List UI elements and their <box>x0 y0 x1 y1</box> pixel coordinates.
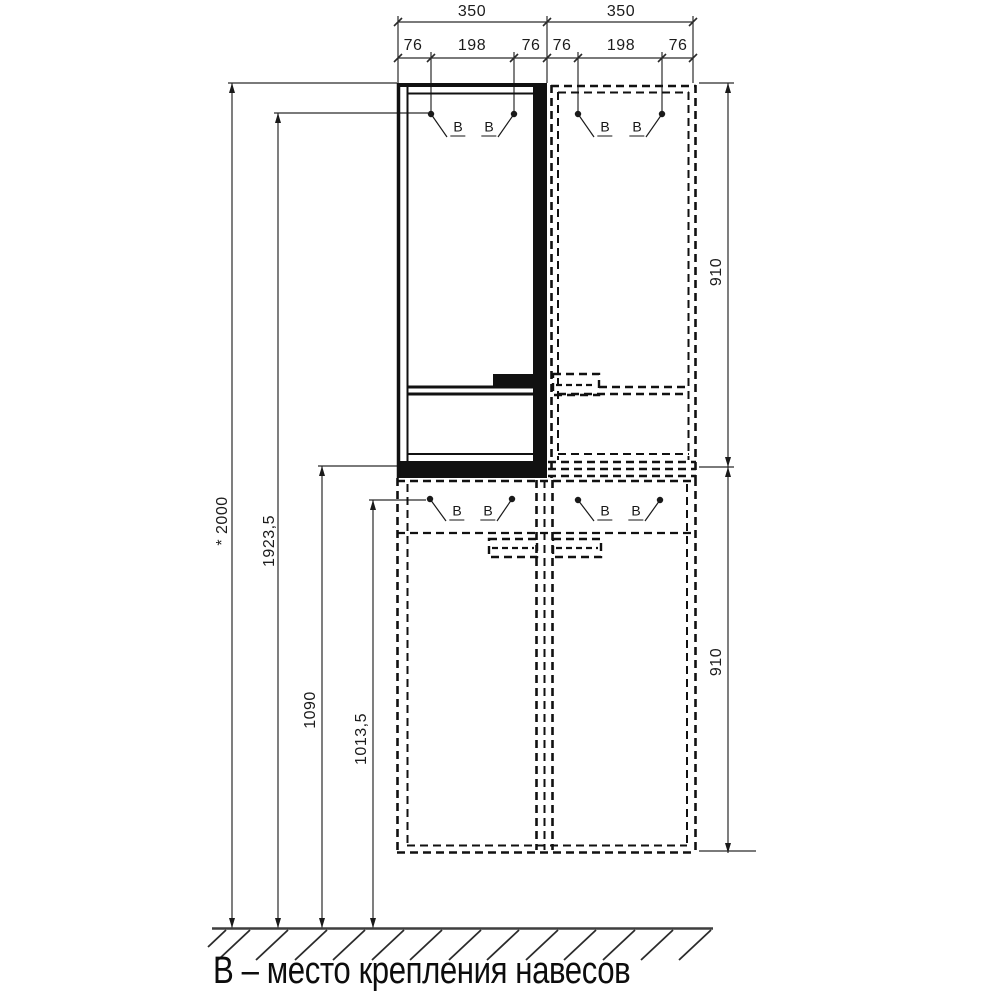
left-dimension-lines <box>228 82 428 928</box>
upper-cabinet-solid <box>396 83 547 478</box>
top-dimension-lines <box>393 16 698 111</box>
dim-height-mid: 1090 <box>302 691 319 729</box>
dim-detail-width-1: 76 <box>403 37 423 54</box>
dim-overall-width-right: 350 <box>606 3 636 20</box>
dim-detail-width-4: 76 <box>552 37 572 54</box>
dimension-ticks <box>393 17 698 63</box>
dim-height-upper-mount: 1923,5 <box>261 515 278 567</box>
mount-marker-label: В <box>480 504 496 521</box>
dim-height-total: * 2000 <box>214 496 231 546</box>
ground-hatching <box>207 929 712 961</box>
lower-cabinet-dashed <box>396 478 697 854</box>
dim-height-lower-mount: 1013,5 <box>353 713 370 765</box>
mount-marker-label: В <box>450 120 466 137</box>
mount-marker-label: В <box>597 120 613 137</box>
right-dim-arrows <box>725 83 731 853</box>
dim-overall-width-left: 350 <box>457 3 487 20</box>
upper-cabinet-mirrored-dashed <box>548 84 697 478</box>
dim-detail-width-3: 76 <box>521 37 541 54</box>
upper-mirrored-door-handle <box>551 372 601 397</box>
mount-marker-label: В <box>628 504 644 521</box>
upper-door-handle <box>493 374 535 387</box>
dim-section-lower: 910 <box>708 647 725 677</box>
mount-marker-label: В <box>629 120 645 137</box>
dim-detail-width-2: 198 <box>457 37 487 54</box>
right-dimension-lines <box>699 82 756 853</box>
mount-marker-label: В <box>597 504 613 521</box>
left-dim-arrows <box>229 83 376 928</box>
dim-section-upper: 910 <box>708 257 725 287</box>
dim-detail-width-6: 76 <box>668 37 688 54</box>
lower-left-door-handle <box>487 537 539 559</box>
mount-marker-label: В <box>481 120 497 137</box>
dim-detail-width-5: 198 <box>606 37 636 54</box>
ground-line <box>207 927 713 961</box>
mount-point-leaders <box>426 110 666 522</box>
mount-marker-label: В <box>449 504 465 521</box>
drawing-caption: В – место крепления навесов <box>213 950 631 992</box>
lower-right-door-handle <box>551 537 603 559</box>
